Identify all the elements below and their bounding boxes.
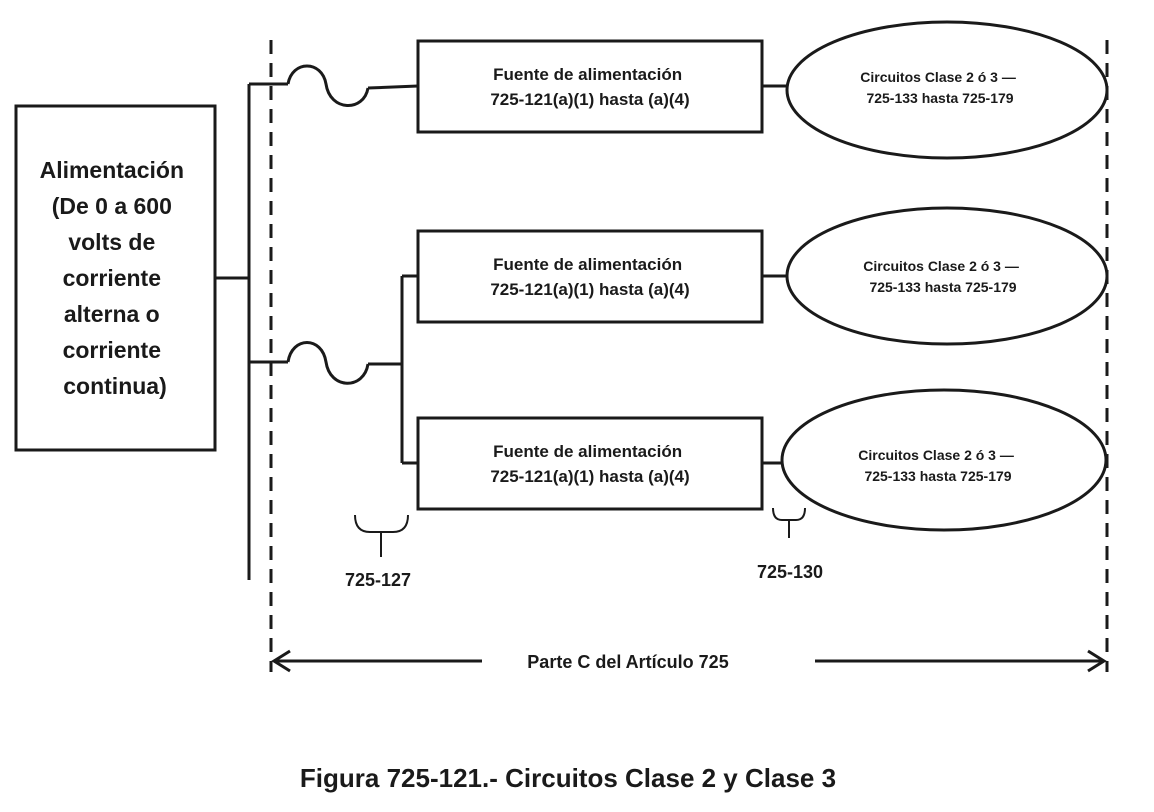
brace-725-127	[354, 514, 409, 557]
arrowhead-right	[1087, 649, 1107, 673]
brace-725-130	[772, 507, 806, 538]
circuit-label: Circuitos Clase 2 ó 3 — 725-133 hasta 72…	[863, 258, 1023, 295]
ref-label-725-127: 725-127	[345, 570, 411, 590]
branch-1-feed	[367, 84, 419, 90]
power-supply-box	[14, 104, 217, 452]
circuit-ellipse	[780, 388, 1108, 532]
ref-label-725-130: 725-130	[757, 562, 823, 582]
power-source-box	[416, 416, 764, 511]
fuse-2	[286, 341, 370, 385]
figure-caption: Figura 725-121.- Circuitos Clase 2 y Cla…	[300, 763, 836, 793]
power-source-label: Fuente de alimentación 725-121(a)(1) has…	[490, 442, 689, 486]
power-source-box	[416, 229, 764, 324]
power-source-label: Fuente de alimentación 725-121(a)(1) has…	[490, 65, 689, 109]
circuit-ellipse	[785, 206, 1109, 346]
circuit-ellipse	[785, 20, 1109, 160]
fuse-1	[286, 64, 370, 107]
span-label: Parte C del Artículo 725	[527, 652, 728, 672]
circuit-label: Circuitos Clase 2 ó 3 — 725-133 hasta 72…	[860, 69, 1020, 106]
circuit-label: Circuitos Clase 2 ó 3 — 725-133 hasta 72…	[858, 447, 1018, 484]
arrowhead-left	[271, 649, 291, 673]
power-source-box	[416, 39, 764, 134]
power-source-label: Fuente de alimentación 725-121(a)(1) has…	[490, 255, 689, 299]
power-supply-label: Alimentación (De 0 a 600 volts de corrie…	[40, 157, 191, 399]
